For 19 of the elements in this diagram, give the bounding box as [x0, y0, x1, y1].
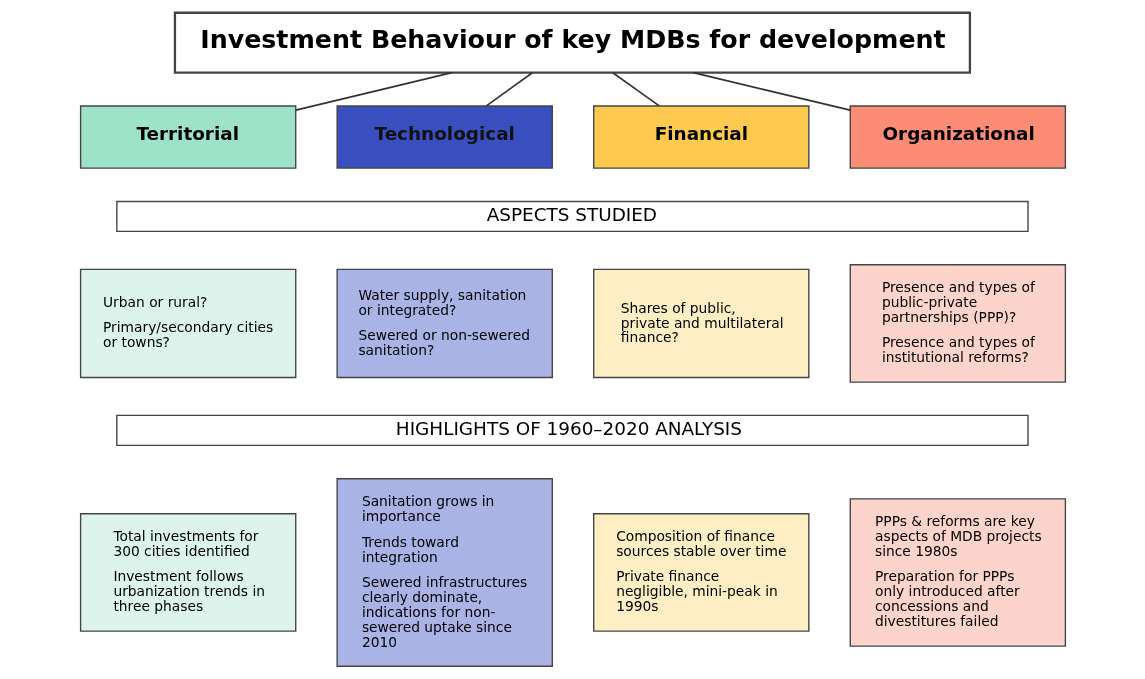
connector [611, 71, 660, 107]
node-box: Financial [592, 105, 810, 169]
node-box: Investment Behaviour of key MDBs for development [173, 11, 971, 74]
node-box: Urban or rural? Primary/secondary cities or towns? [79, 268, 296, 379]
node-box: Territorial [79, 105, 296, 169]
node-box: Shares of public, private and multilateral finance? [592, 268, 810, 379]
node-box: Sanitation grows in importance Trends toward integration Sewered infrastructures clearly dominate, indications for non-sewered uptake since 2010 [335, 478, 553, 667]
node-box: Total investments for 300 cities identified Investment follows urbanization trends in three phases [79, 513, 296, 632]
connector [691, 71, 851, 111]
connector [485, 71, 533, 107]
node-box: HIGHLIGHTS OF 1960–2020 ANALYSIS [115, 414, 1029, 447]
node-box: Technological [335, 105, 553, 169]
connector [294, 71, 453, 111]
node-box: Presence and types of public-private partnerships (PPP)? Presence and types of institutional reforms? [849, 264, 1066, 383]
node-box: Composition of finance sources stable over time Private finance negligible, mini-peak in 1990s [592, 513, 810, 632]
node-box: PPPs & reforms are key aspects of MDB projects since 1980s Preparation for PPPs only introduced after concessions and divestitures failed [849, 498, 1066, 647]
node-box: Water supply, sanitation or integrated? Sewered or non-sewered sanitation? [335, 268, 553, 379]
node-box: Organizational [849, 105, 1066, 169]
node-box: ASPECTS STUDIED [115, 200, 1029, 233]
